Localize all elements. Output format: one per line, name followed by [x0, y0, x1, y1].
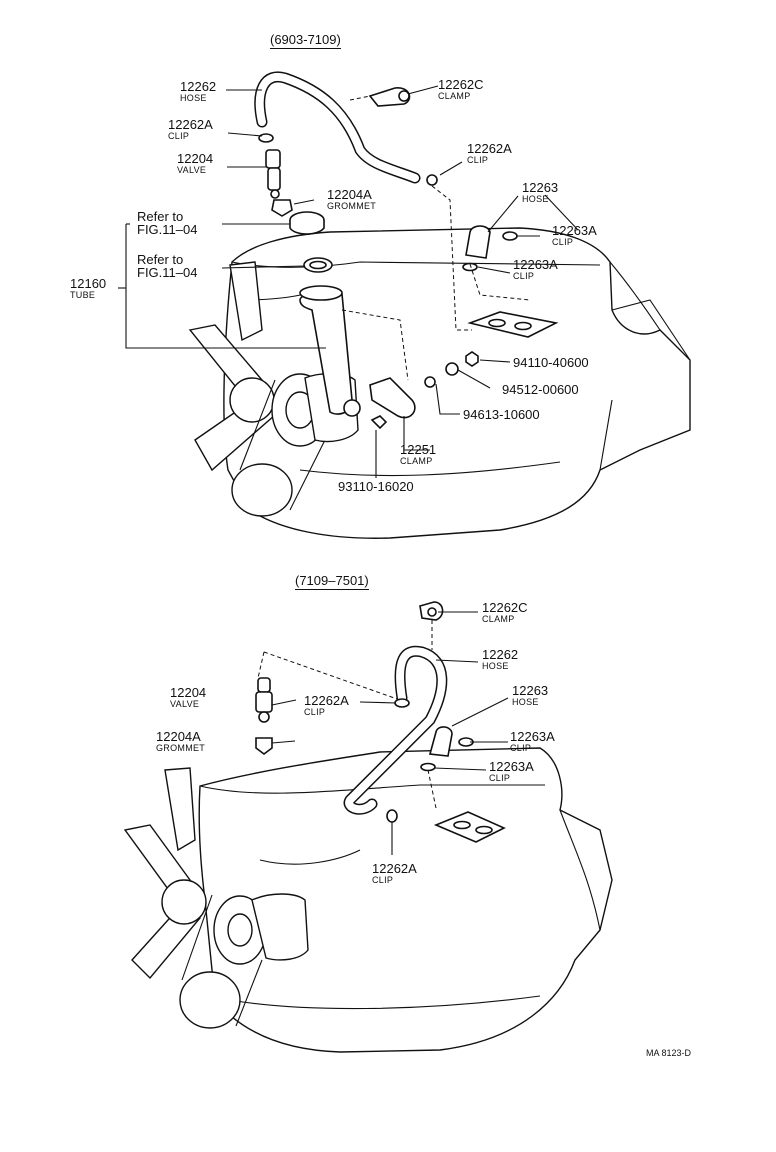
label-94613-10600: 94613-10600 [463, 407, 540, 422]
top-hose-12262 [254, 71, 421, 184]
bottom-plate-shape [433, 811, 506, 843]
bottom-clip-12262a-1-shape [394, 698, 410, 708]
bottom-grommet-12204a-shape [255, 737, 273, 755]
top-nut-shape [424, 351, 479, 388]
bottom-valve-12204-shape [255, 677, 273, 723]
top-hose-12263-shape [465, 225, 491, 259]
bottom-hose-12263-shape [428, 726, 453, 757]
bottom-hose-12262-shape [343, 645, 448, 815]
bottom-clamp-12262c-shape [419, 601, 444, 621]
bottom-engine-block [123, 747, 613, 1053]
bottom-clip-12262a-2-shape [386, 809, 398, 823]
drawing-code: MA 8123-D [646, 1048, 692, 1058]
label-94512-00600: 94512-00600 [502, 382, 579, 397]
label-94110-40600: 94110-40600 [513, 355, 589, 370]
top-cap-shape [289, 211, 325, 235]
top-clip-12263a-1-shape [502, 231, 518, 241]
top-clamp-12251-shape [369, 377, 416, 430]
bottom-clip-12263a-2-shape [420, 762, 436, 772]
top-clip-12263a-2-shape [462, 262, 478, 272]
top-valve-12204-shape [265, 149, 281, 199]
top-clip-shape [258, 133, 274, 143]
bottom-leaders [257, 611, 509, 855]
bottom-section-header: (7109–7501) [295, 573, 369, 590]
top-plate-shape [467, 311, 559, 338]
label-93110-16020: 93110-16020 [338, 479, 414, 494]
top-clip-12262a-2-shape [426, 174, 438, 186]
top-tube-12160-shape [299, 285, 361, 417]
top-grommet-12204a-shape [271, 199, 293, 217]
top-gasket-shape [303, 257, 333, 273]
top-clamp-12262c-shape [368, 87, 411, 107]
top-engine-block [188, 227, 691, 539]
top-section-header: (6903-7109) [270, 32, 341, 49]
top-leaders [118, 85, 579, 478]
